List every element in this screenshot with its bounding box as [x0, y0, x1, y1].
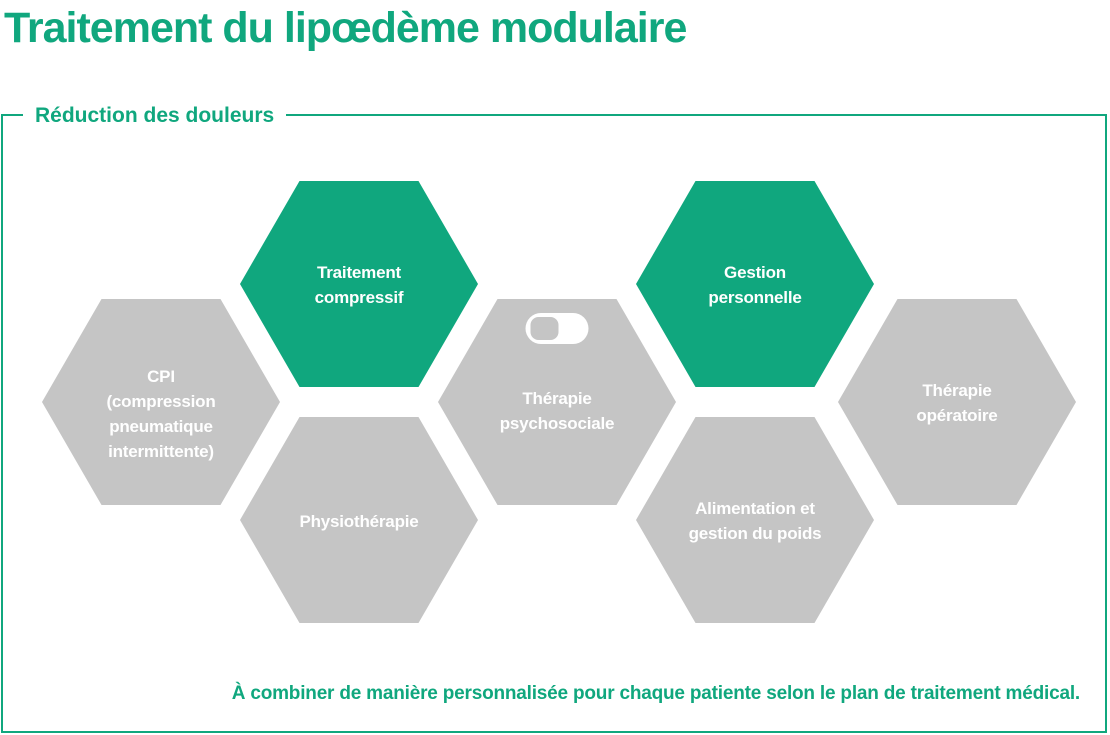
- footnote: À combiner de manière personnalisée pour…: [231, 683, 1080, 704]
- hexagon-traitement-compressif-label: Traitement compressif: [314, 263, 404, 307]
- toggle-knob: [530, 317, 559, 340]
- hexagon-gestion-personnelle-label: Gestion personnelle: [708, 263, 802, 307]
- hexagon-therapie-psychosociale-label: Thérapie psychosociale: [499, 389, 615, 433]
- hexagon-cpi-label: CPI (compression pneumatique intermitten…: [106, 367, 216, 461]
- toggle-off-icon[interactable]: [525, 313, 589, 344]
- hexagon-alimentation-gestion-poids: Alimentation et gestion du poids: [636, 417, 874, 623]
- hexagon-therapie-operatoire-label: Thérapie opératoire: [916, 381, 998, 425]
- page-title: Traitement du lipœdème modulaire: [4, 4, 687, 52]
- group-label: Réduction des douleurs: [23, 102, 287, 129]
- reduction-douleurs-group-box: Réduction des douleurs: [1, 102, 1107, 733]
- hexagon-physiotherapie-label: Physiothérapie: [299, 511, 419, 531]
- hexagon-gestion-personnelle: Gestion personnelle: [636, 181, 874, 387]
- hexagon-cpi: CPI (compression pneumatique intermitten…: [42, 299, 280, 505]
- hexagon-alimentation-gestion-poids-label: Alimentation et gestion du poids: [688, 499, 822, 543]
